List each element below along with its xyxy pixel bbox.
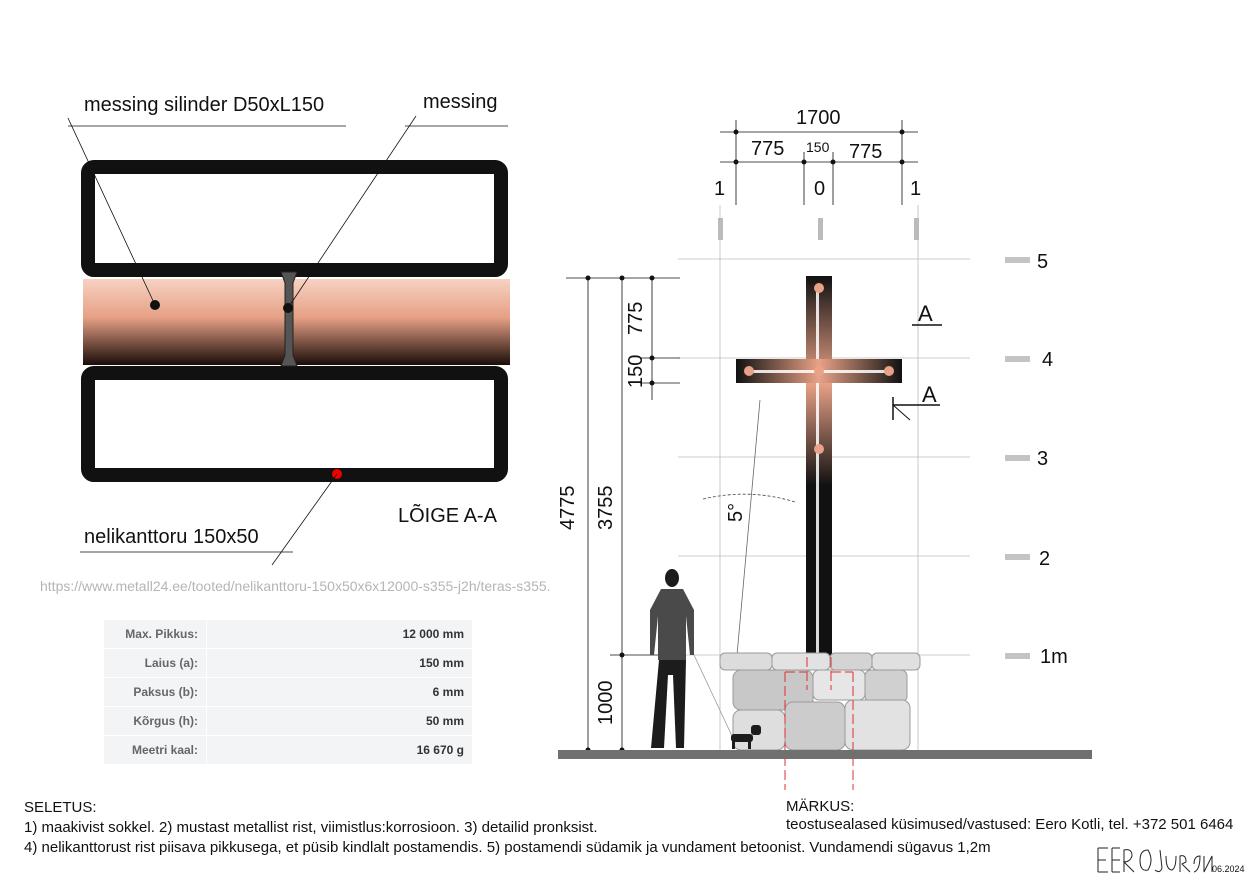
section-a-a: messing silinder D50xL150 messing nelika… <box>67 91 510 566</box>
notes-block: SELETUS: 1) maakivist sokkel. 2) mustast… <box>24 798 991 858</box>
section-mark-bottom: A <box>922 382 937 407</box>
elevation: 1700 775 150 775 1 0 1 5 4 3 2 <box>557 107 1092 790</box>
dim-left: 775 <box>751 138 784 160</box>
brass-cylinder <box>83 279 510 365</box>
label-brass: messing <box>423 91 497 113</box>
dim-base: 1000 <box>595 681 617 726</box>
spec-value: 16 670 g <box>206 735 472 765</box>
level-3: 3 <box>1037 448 1048 470</box>
svg-text:06.2024: 06.2024 <box>1212 864 1245 874</box>
level-5: 5 <box>1037 251 1048 273</box>
stone-plinth <box>719 652 921 751</box>
table-row: Meetri kaal:16 670 g <box>104 735 472 765</box>
spec-value: 50 mm <box>206 706 472 736</box>
label-tube: nelikanttoru 150x50 <box>84 526 259 548</box>
remark-block: MÄRKUS: teostusealased küsimused/vastuse… <box>786 798 1233 834</box>
dim-top: 775 <box>625 302 647 335</box>
notes-heading: SELETUS: <box>24 799 97 816</box>
dim-total-height: 4775 <box>557 486 579 531</box>
table-row: Laius (a):150 mm <box>104 648 472 678</box>
dim-total-width: 1700 <box>796 107 841 129</box>
axis-center-label: 0 <box>814 178 825 200</box>
tube-top <box>81 160 508 277</box>
remark-text: teostusealased küsimused/vastused: Eero … <box>786 816 1234 833</box>
spec-value: 150 mm <box>206 648 472 678</box>
section-title: LÕIGE A-A <box>398 503 498 527</box>
angle-label: 5° <box>725 503 747 522</box>
remark-heading: MÄRKUS: <box>786 798 855 815</box>
table-row: Max. Pikkus:12 000 mm <box>104 620 472 649</box>
spec-table: Max. Pikkus:12 000 mm Laius (a):150 mm P… <box>104 620 472 765</box>
person-silhouette <box>650 569 694 748</box>
dim-arm: 150 <box>625 355 647 388</box>
dog-silhouette <box>731 725 761 749</box>
dim-right: 775 <box>849 141 882 163</box>
spec-key: Max. Pikkus: <box>104 620 207 649</box>
level-4: 4 <box>1042 349 1053 371</box>
signature: 06.2024 <box>1097 847 1245 874</box>
spec-value: 6 mm <box>206 677 472 707</box>
notes-line-2: 4) nelikanttorust rist piisava pikkusega… <box>24 839 991 856</box>
level-1m: 1m <box>1040 646 1068 668</box>
label-cylinder: messing silinder D50xL150 <box>84 94 324 116</box>
axis-left-label: 1 <box>714 178 725 200</box>
spec-key: Kõrgus (h): <box>104 706 207 736</box>
spec-key: Laius (a): <box>104 648 207 678</box>
table-row: Paksus (b):6 mm <box>104 677 472 707</box>
table-row: Kõrgus (h):50 mm <box>104 706 472 736</box>
dim-center: 150 <box>806 139 830 155</box>
level-2: 2 <box>1039 548 1050 570</box>
dim-to-arm: 3755 <box>595 486 617 531</box>
spec-key: Paksus (b): <box>104 677 207 707</box>
source-url[interactable]: https://www.metall24.ee/tooted/nelikantt… <box>40 578 551 594</box>
axis-right-label: 1 <box>910 178 921 200</box>
spec-key: Meetri kaal: <box>104 735 207 765</box>
tube-bottom <box>81 366 508 482</box>
spec-value: 12 000 mm <box>206 620 472 649</box>
ground-line <box>558 750 1092 759</box>
section-mark-top: A <box>918 301 933 326</box>
notes-line-1: 1) maakivist sokkel. 2) mustast metallis… <box>24 819 598 836</box>
